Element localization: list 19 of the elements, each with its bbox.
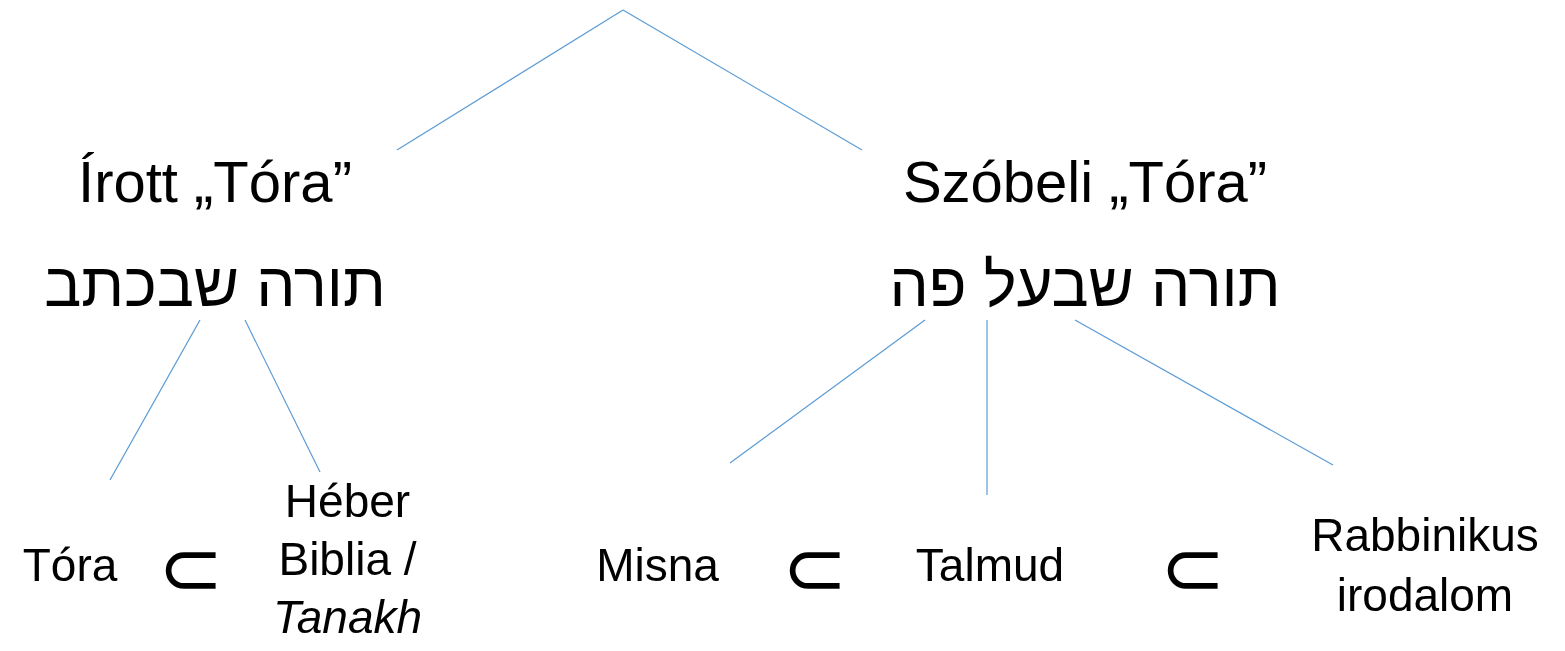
subset-symbol: ⊂	[158, 528, 224, 608]
connector-line	[396, 9, 624, 151]
subset-symbol: ⊂	[782, 528, 848, 608]
hebrew-title: תורה שבעל פה	[889, 250, 1281, 320]
connector-line	[1074, 319, 1334, 466]
node-label: Talmud	[915, 538, 1065, 593]
node-label: Rabbinikus irodalom	[1310, 508, 1540, 623]
node-label: Tóra	[22, 538, 118, 593]
node-label: Héber Biblia / Tanakh	[271, 474, 424, 645]
connector-line	[109, 319, 201, 481]
connector-line	[729, 319, 926, 464]
hebrew-title: תורה שבכתב	[44, 250, 386, 320]
node-title: Írott „Tóra”	[78, 150, 352, 214]
node-label: Misna	[596, 538, 719, 593]
connector-line	[244, 319, 321, 473]
subset-symbol: ⊂	[1160, 528, 1226, 608]
connector-line	[986, 319, 988, 496]
node-title: Szóbeli „Tóra”	[902, 150, 1268, 214]
connector-line	[622, 9, 863, 151]
